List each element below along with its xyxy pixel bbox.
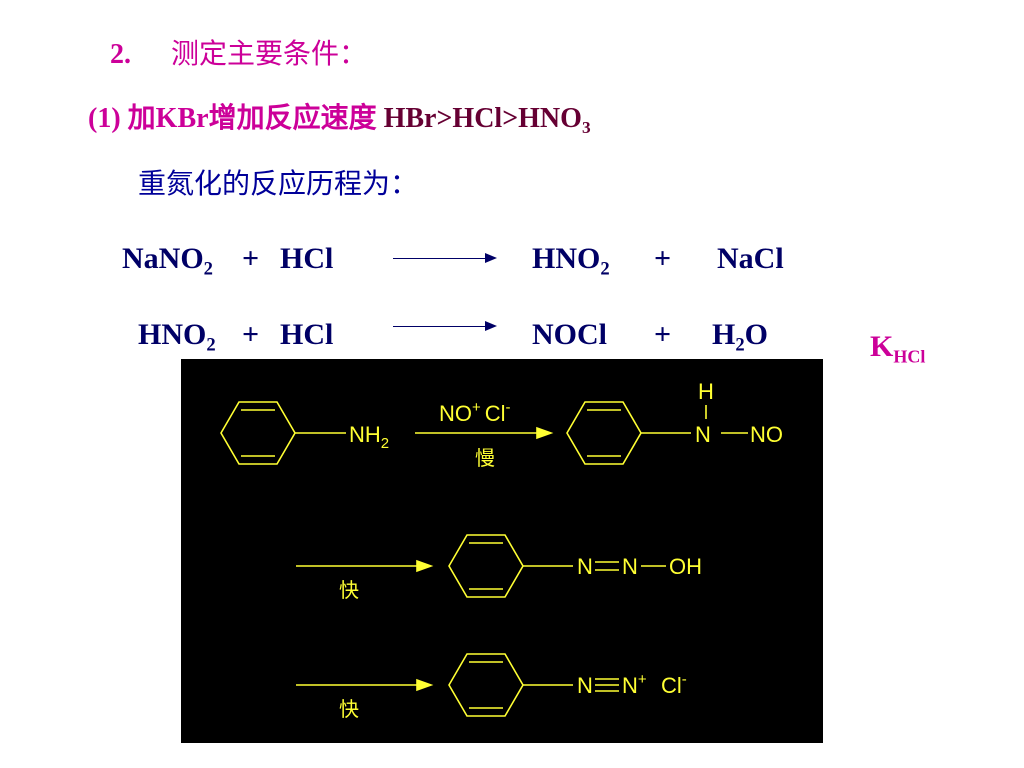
step3-n2-label: N+ <box>622 671 647 698</box>
step3-n1-label: N <box>577 673 593 698</box>
step1-arrow <box>415 426 554 440</box>
step3-cl-label: Cl- <box>661 671 687 698</box>
section-title: 测定主要条件： <box>171 37 368 70</box>
condition-number: (1) <box>88 103 121 134</box>
eq1-rhs-a: HNO2 <box>532 242 610 280</box>
step1-n-label: N <box>695 422 711 447</box>
eq2-rhs-b: H2O <box>712 318 768 356</box>
eq2-plus-1: + <box>242 318 260 351</box>
eq2-arrow-head <box>485 321 497 331</box>
nitrosamine-benzene-ring <box>566 401 748 465</box>
rate-constant-label: KHCl <box>870 330 926 367</box>
step2-n1-label: N <box>577 554 593 579</box>
condition-text-a: 加 <box>127 101 156 134</box>
section-number: 2. <box>110 39 131 70</box>
eq1-arrow-head <box>485 253 497 263</box>
eq2-lhs-b: HCl <box>280 318 334 351</box>
step2-speed-label: 快 <box>339 578 359 602</box>
step2-arrow <box>296 559 434 573</box>
eq1-plus-1: + <box>242 242 260 275</box>
acid-order: HBr>HCl>HNO3 <box>383 103 591 138</box>
step1-no-label: NO <box>750 422 783 447</box>
eq2-lhs-a: HNO2 <box>138 318 216 356</box>
condition-text-b: 增加反应速度 <box>208 101 377 134</box>
eq2-plus-2: + <box>654 318 672 351</box>
eq2-arrow-line <box>393 326 488 327</box>
condition-kbr: KBr <box>155 103 209 134</box>
step1-h-label: H <box>698 379 714 404</box>
condition-line: (1) 加KBr增加反应速度 HBr>HCl>HNO3 <box>88 96 591 136</box>
step2-oh-label: OH <box>669 554 702 579</box>
diazohydroxide-benzene-ring <box>448 534 666 598</box>
step3-arrow <box>296 678 434 692</box>
eq2-rhs-a: NOCl <box>532 318 607 351</box>
step2-n2-label: N <box>622 554 638 579</box>
reaction-scheme: NH2 NO+Cl- 慢 H N NO 快 N N OH 快 N N+ Cl- <box>181 359 823 743</box>
eq1-lhs-b: HCl <box>280 242 334 275</box>
reaction-scheme-svg: NH2 NO+Cl- 慢 H N NO 快 N N OH 快 N N+ Cl- <box>220 379 783 721</box>
eq1-plus-2: + <box>654 242 672 275</box>
diazonium-benzene-ring <box>448 653 619 717</box>
eq1-rhs-b: NaCl <box>717 242 784 275</box>
step1-reagent-label: NO+Cl- <box>439 399 511 426</box>
step3-speed-label: 快 <box>339 697 359 721</box>
aniline-benzene-ring <box>220 401 346 465</box>
process-label: 重氮化的反应历程为： <box>138 167 419 200</box>
section-heading: 2. 测定主要条件： <box>110 32 367 72</box>
step1-nh-label: NH2 <box>349 422 389 452</box>
eq1-arrow-line <box>393 258 488 259</box>
step1-speed-label: 慢 <box>475 446 495 470</box>
eq1-lhs-a: NaNO2 <box>122 242 213 280</box>
